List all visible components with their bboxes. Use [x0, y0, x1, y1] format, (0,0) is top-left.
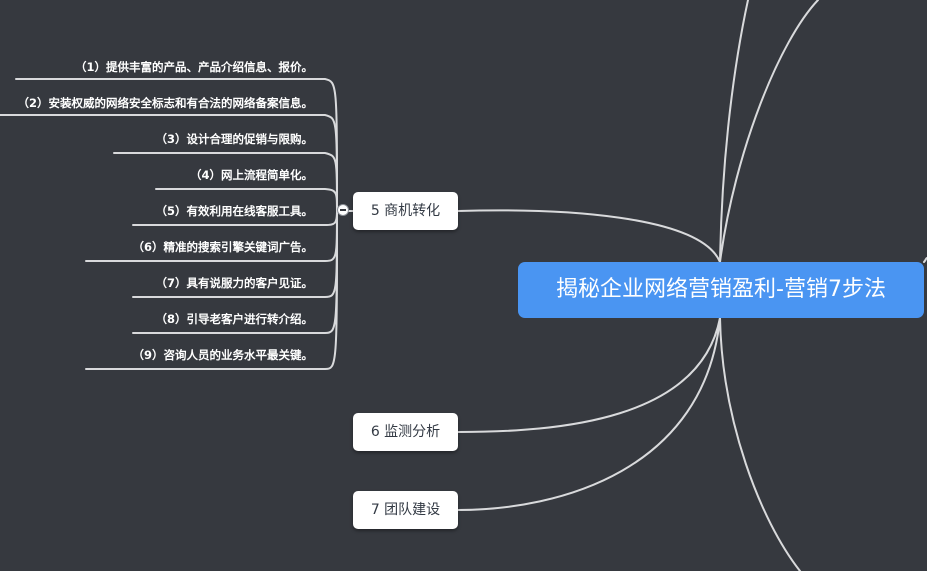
leaf-topic-2[interactable]: （2）安装权威的网络安全标志和有合法的网络备案信息。 [17, 96, 314, 110]
leaf-topic-5[interactable]: （5）有效利用在线客服工具。 [155, 204, 313, 218]
leaf-topic-6[interactable]: （6）精准的搜索引擎关键词广告。 [132, 240, 314, 254]
leaf-topic-3[interactable]: （3）设计合理的促销与限购。 [155, 132, 313, 146]
connector-root-upper-2 [719, 0, 819, 263]
connector-root-branch-7 [457, 317, 721, 511]
connector-root-upper-1 [719, 0, 749, 263]
connector-leaf-4 [155, 188, 338, 212]
branch-topic-7[interactable]: 7 团队建设 [353, 491, 458, 529]
connector-root-branch-5 [457, 209, 721, 263]
collapse-toggle-icon[interactable] [337, 204, 349, 216]
root-topic[interactable]: 揭秘企业网络营销盈利-营销7步法 [518, 262, 924, 318]
leaf-topic-8[interactable]: （8）引导老客户进行转介绍。 [155, 312, 313, 326]
leaf-topic-9[interactable]: （9）咨询人员的业务水平最关键。 [132, 348, 314, 362]
connector-root-branch-6 [457, 317, 721, 433]
branch-topic-6[interactable]: 6 监测分析 [353, 413, 458, 451]
leaf-topic-7[interactable]: （7）具有说服力的客户见证。 [155, 276, 313, 290]
branch-topic-5[interactable]: 5 商机转化 [353, 192, 458, 230]
leaf-topic-4[interactable]: （4）网上流程简单化。 [189, 168, 313, 182]
leaf-topic-1[interactable]: （1）提供丰富的产品、产品介绍信息、报价。 [75, 60, 313, 74]
connector-leaf-9 [85, 210, 338, 370]
connector-root-lower [719, 317, 801, 571]
